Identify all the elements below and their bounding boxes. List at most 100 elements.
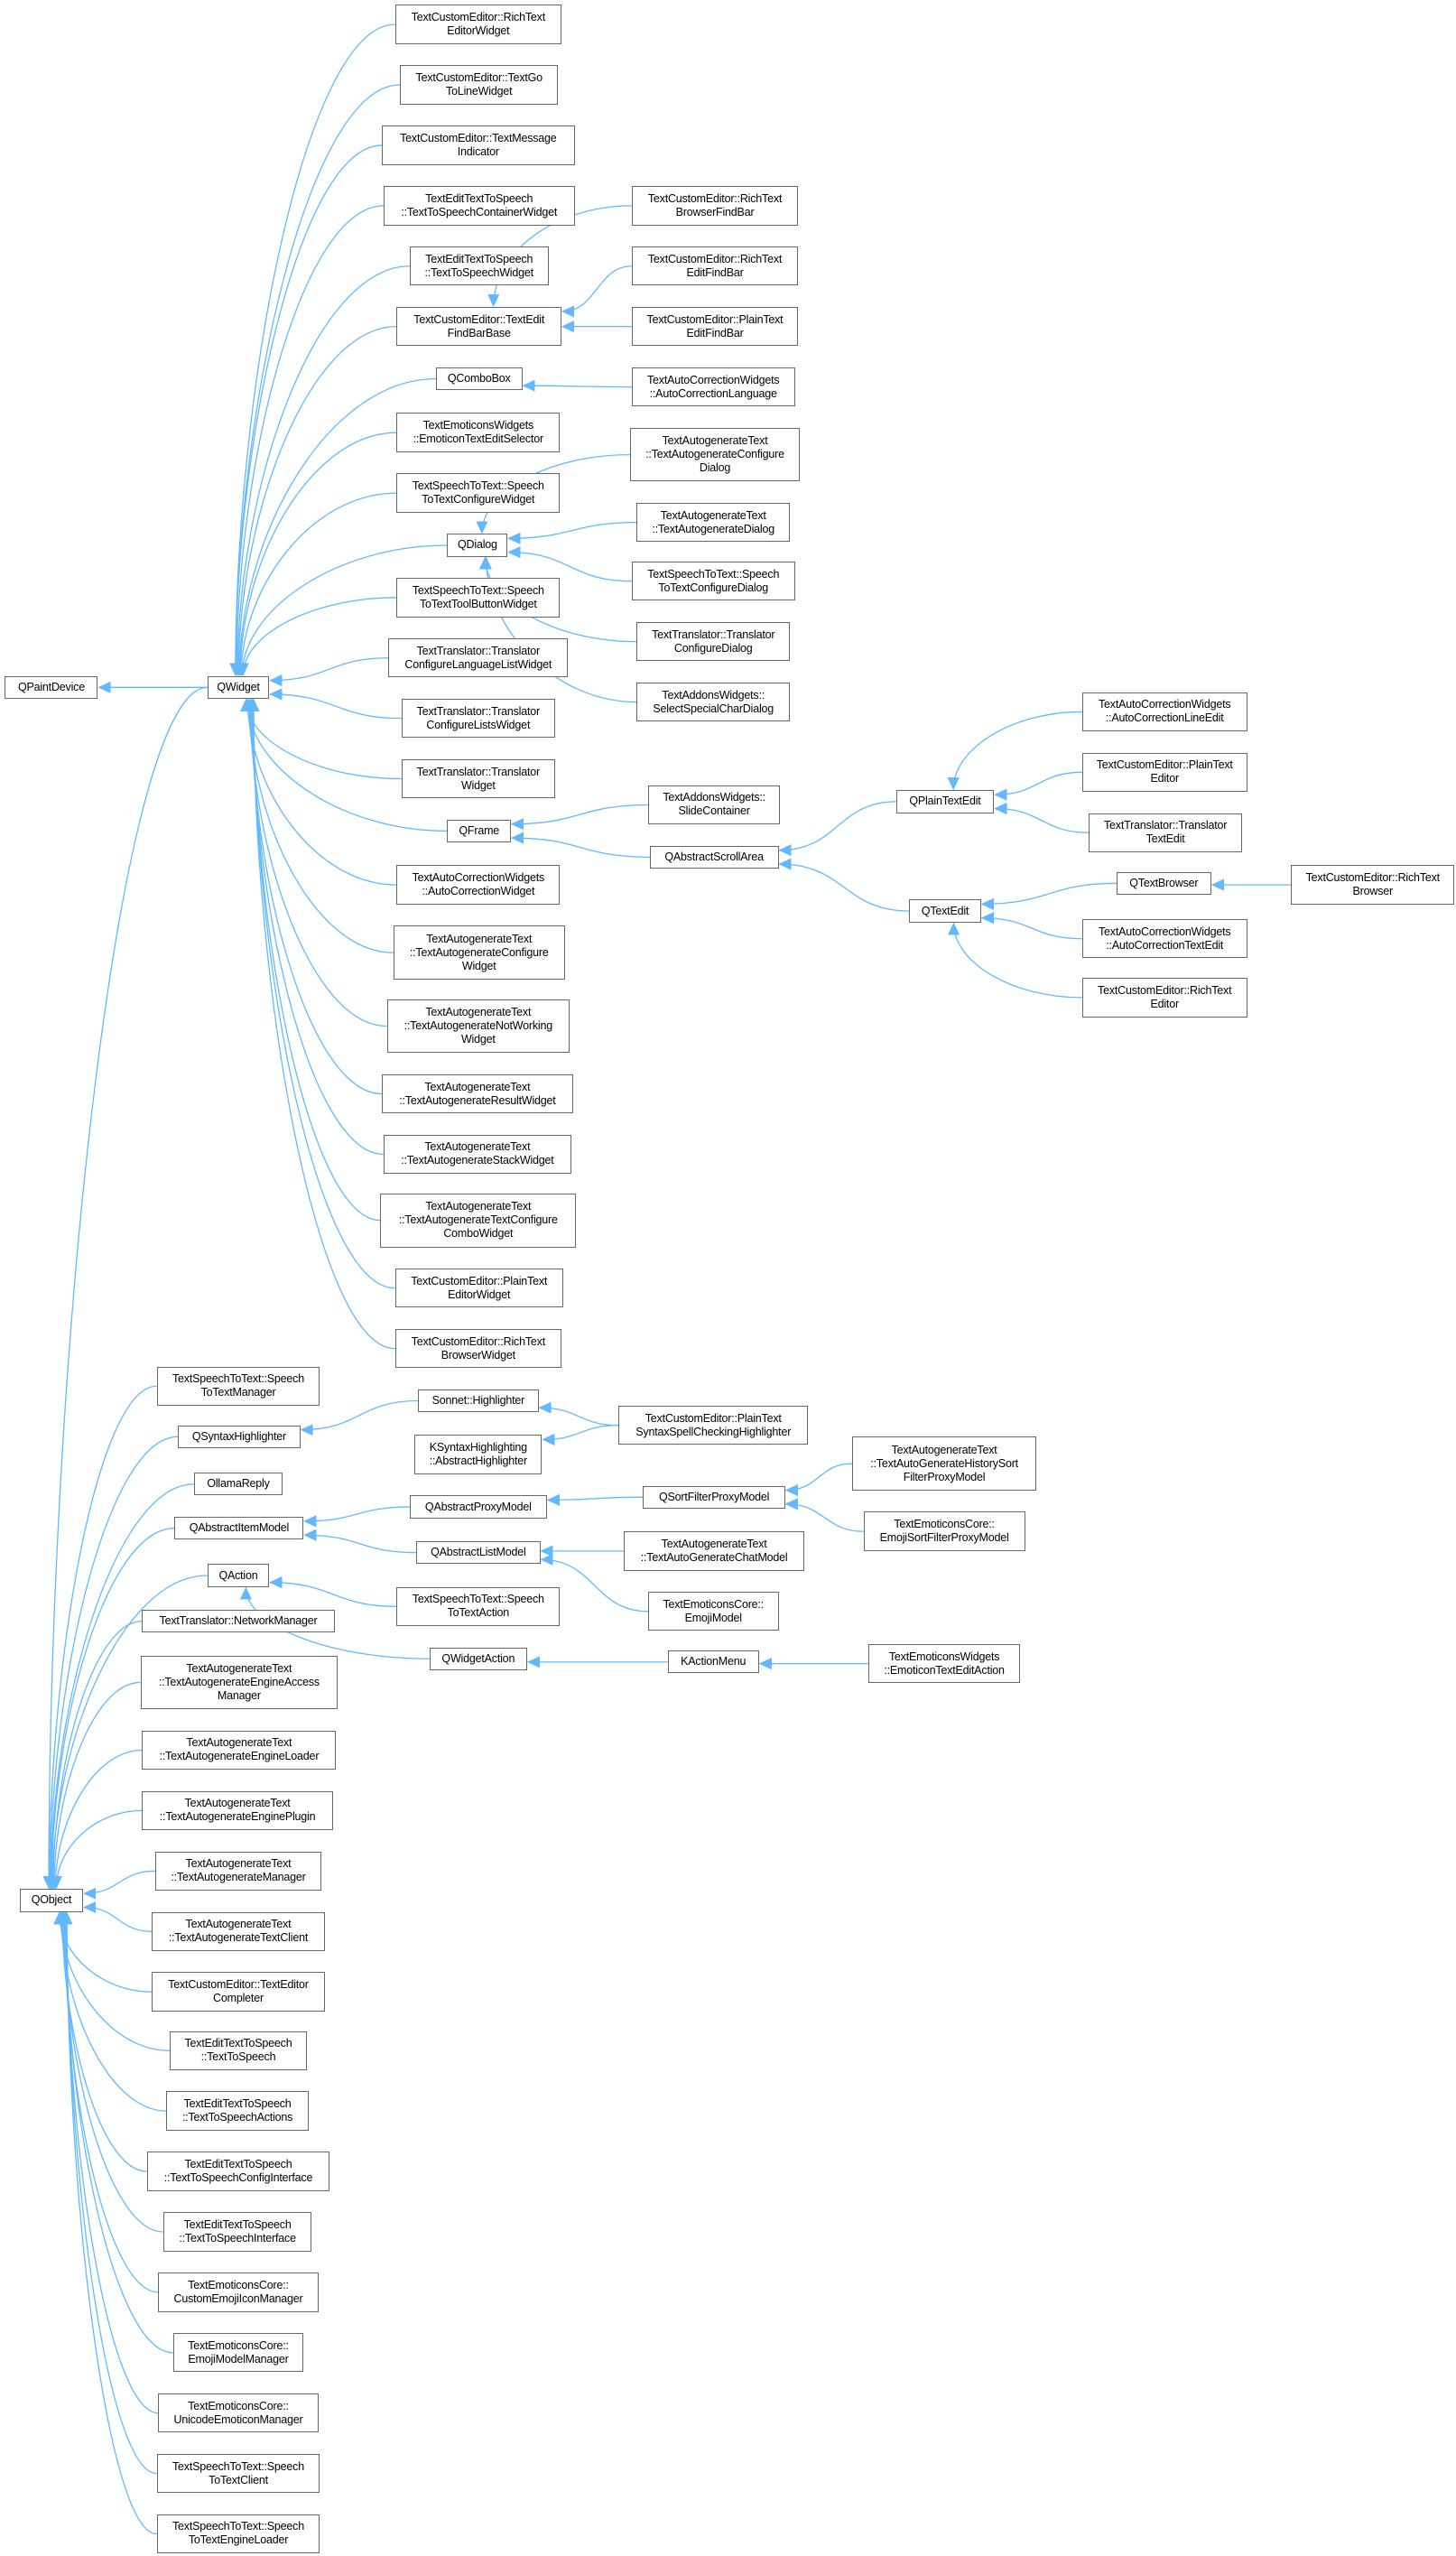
inheritance-edge (780, 864, 910, 912)
class-node[interactable]: QPaintDevice (5, 675, 98, 699)
class-node[interactable]: TextAutogenerateText ::TextAutogenerateT… (380, 1193, 577, 1248)
inheritance-edge (55, 1749, 143, 1888)
class-node[interactable]: TextCustomEditor::PlainText EditFindBar (631, 306, 799, 347)
class-node[interactable]: TextAutoCorrectionWidgets ::AutoCorrecti… (1081, 692, 1247, 732)
class-node[interactable]: TextCustomEditor::PlainText Editor (1081, 752, 1247, 792)
class-node[interactable]: TextCustomEditor::RichText Editor (1081, 978, 1247, 1018)
class-node[interactable]: TextTranslator::Translator ConfigureList… (401, 698, 555, 739)
inheritance-edge (508, 553, 632, 582)
class-node[interactable]: TextAutogenerateText ::TextAutogenerateR… (382, 1074, 573, 1114)
class-node[interactable]: TextEditTextToSpeech ::TextToSpeechActio… (166, 2091, 309, 2131)
class-node[interactable]: TextAutogenerateText ::TextAutogenerateE… (142, 1730, 337, 1771)
class-node[interactable]: TextAutogenerateText ::TextAutogenerateC… (393, 925, 565, 980)
inheritance-edge (304, 1506, 410, 1521)
inheritance-edge (49, 686, 208, 1888)
class-node[interactable]: QPlainTextEdit (895, 790, 995, 813)
inheritance-edge (61, 1913, 167, 2112)
class-node[interactable]: TextEmoticonsWidgets ::EmoticonTextEditA… (868, 1643, 1021, 1684)
inheritance-edge (51, 1483, 195, 1888)
inheritance-edge (543, 1424, 619, 1440)
class-node[interactable]: TextTranslator::Translator TextEdit (1089, 813, 1243, 852)
class-node[interactable]: TextSpeechToText::Speech ToTextToolButto… (396, 578, 561, 618)
class-node[interactable]: TextSpeechToText::Speech ToTextAction (396, 1586, 561, 1627)
inheritance-edge (780, 801, 896, 850)
class-node[interactable]: TextEditTextToSpeech ::TextToSpeechInter… (162, 2212, 312, 2252)
class-node[interactable]: TextAutogenerateText ::TextAutoGenerateC… (623, 1531, 805, 1571)
inheritance-edge (239, 377, 436, 675)
class-node[interactable]: TextCustomEditor::RichText BrowserWidget (394, 1328, 562, 1369)
inheritance-edge (50, 1436, 179, 1888)
class-node[interactable]: TextAutogenerateText ::TextAutogenerateD… (636, 502, 791, 543)
class-node[interactable]: QObject (19, 1889, 84, 1912)
class-node[interactable]: KActionMenu (667, 1650, 759, 1674)
class-node[interactable]: TextCustomEditor::RichText Browser (1291, 865, 1455, 905)
class-node[interactable]: QTextBrowser (1116, 871, 1211, 895)
class-node[interactable]: TextAutogenerateText ::TextAutogenerateT… (152, 1911, 325, 1951)
class-node[interactable]: TextCustomEditor::TextEdit FindBarBase (396, 306, 562, 347)
class-node[interactable]: TextAutogenerateText ::TextAutogenerateS… (383, 1134, 571, 1175)
inheritance-edge (253, 700, 384, 1156)
class-node[interactable]: QTextEdit (909, 899, 981, 923)
class-node[interactable]: TextCustomEditor::RichText BrowserFindBa… (631, 186, 799, 226)
inheritance-edge (56, 1809, 143, 1888)
inheritance-edge (508, 522, 637, 539)
class-node[interactable]: Sonnet::Highlighter (417, 1389, 539, 1413)
class-node[interactable]: QAbstractProxyModel (409, 1495, 547, 1519)
class-node[interactable]: TextEditTextToSpeech ::TextToSpeech (170, 2031, 307, 2070)
class-node[interactable]: QAbstractListModel (416, 1541, 541, 1565)
class-node[interactable]: TextEditTextToSpeech ::TextToSpeechConfi… (146, 2152, 330, 2191)
class-node[interactable]: TextCustomEditor::RichText EditFindBar (631, 246, 799, 286)
inheritance-edge (786, 1504, 864, 1532)
class-node[interactable]: QWidget (207, 675, 270, 699)
class-node[interactable]: TextCustomEditor::PlainText EditorWidget (394, 1269, 563, 1308)
class-node[interactable]: TextTranslator::NetworkManager (142, 1609, 335, 1633)
class-node[interactable]: TextTranslator::Translator Widget (401, 758, 555, 799)
class-node[interactable]: TextSpeechToText::Speech ToTextConfigure… (396, 473, 561, 513)
class-node[interactable]: TextCustomEditor::TextMessage Indicator (382, 125, 575, 165)
inheritance-edge (995, 771, 1082, 795)
class-node[interactable]: TextSpeechToText::Speech ToTextEngineLoa… (156, 2514, 320, 2554)
class-node[interactable]: TextCustomEditor::TextGo ToLineWidget (400, 65, 559, 105)
class-node[interactable]: TextEmoticonsCore:: EmojiModelManager (172, 2333, 304, 2373)
class-node[interactable]: TextEmoticonsCore:: EmojiModel (647, 1592, 779, 1631)
class-node[interactable]: TextAutoCorrectionWidgets ::AutoCorrecti… (396, 865, 561, 905)
class-node[interactable]: TextAutoCorrectionWidgets ::AutoCorrecti… (1081, 919, 1247, 959)
class-node[interactable]: TextAutogenerateText ::TextAutogenerateN… (386, 999, 570, 1054)
class-node[interactable]: TextTranslator::Translator ConfigureDial… (636, 621, 791, 662)
class-node[interactable]: QComboBox (435, 367, 523, 391)
class-node[interactable]: TextEmoticonsWidgets ::EmoticonTextEditS… (396, 413, 561, 452)
class-node[interactable]: TextEmoticonsCore:: CustomEmojiIconManag… (158, 2273, 319, 2312)
class-node[interactable]: QWidgetAction (429, 1647, 528, 1670)
class-node[interactable]: TextEmoticonsCore:: UnicodeEmoticonManag… (158, 2393, 319, 2433)
inheritance-edge (242, 544, 448, 675)
class-node[interactable]: KSyntaxHighlighting ::AbstractHighlighte… (414, 1435, 543, 1474)
class-node[interactable]: TextCustomEditor::RichText EditorWidget (394, 5, 562, 44)
class-node[interactable]: TextAddonsWidgets:: SlideContainer (647, 785, 781, 825)
class-node[interactable]: TextSpeechToText::Speech ToTextManager (156, 1366, 320, 1406)
class-node[interactable]: TextAutogenerateText ::TextAutogenerateE… (140, 1655, 338, 1710)
inheritance-edge (60, 1913, 153, 1993)
class-node[interactable]: TextAutogenerateText ::TextAutogenerateM… (154, 1851, 322, 1891)
class-node[interactable]: QDialog (447, 534, 508, 557)
class-node[interactable]: QFrame (447, 819, 511, 843)
class-node[interactable]: OllamaReply (194, 1473, 283, 1496)
class-node[interactable]: TextAutogenerateText ::TextAutoGenerateH… (851, 1436, 1037, 1491)
class-node[interactable]: TextAutoCorrectionWidgets ::AutoCorrecti… (631, 367, 795, 407)
class-node[interactable]: TextSpeechToText::Speech ToTextClient (156, 2453, 320, 2494)
class-node[interactable]: TextEditTextToSpeech ::TextToSpeechWidge… (409, 246, 549, 286)
class-node[interactable]: QAction (207, 1564, 270, 1587)
class-node[interactable]: TextCustomEditor::PlainText SyntaxSpellC… (618, 1405, 809, 1445)
class-node[interactable]: TextAutogenerateText ::TextAutogenerateC… (630, 427, 801, 482)
class-node[interactable]: QSyntaxHighlighter (178, 1425, 301, 1448)
inheritance-edge (270, 1583, 397, 1608)
class-node[interactable]: TextSpeechToText::Speech ToTextConfigure… (631, 562, 795, 601)
class-node[interactable]: TextAutogenerateText ::TextAutogenerateE… (142, 1790, 333, 1831)
class-node[interactable]: QSortFilterProxyModel (643, 1485, 785, 1509)
class-node[interactable]: TextEditTextToSpeech ::TextToSpeechConta… (383, 186, 575, 226)
class-node[interactable]: TextTranslator::Translator ConfigureLang… (388, 638, 569, 678)
class-node[interactable]: TextCustomEditor::TextEditor Completer (152, 1972, 325, 2012)
class-node[interactable]: QAbstractItemModel (174, 1516, 304, 1540)
class-node[interactable]: TextEmoticonsCore:: EmojiSortFilterProxy… (863, 1511, 1025, 1551)
class-node[interactable]: QAbstractScrollArea (649, 845, 779, 869)
class-node[interactable]: TextAddonsWidgets:: SelectSpecialCharDia… (636, 682, 791, 722)
